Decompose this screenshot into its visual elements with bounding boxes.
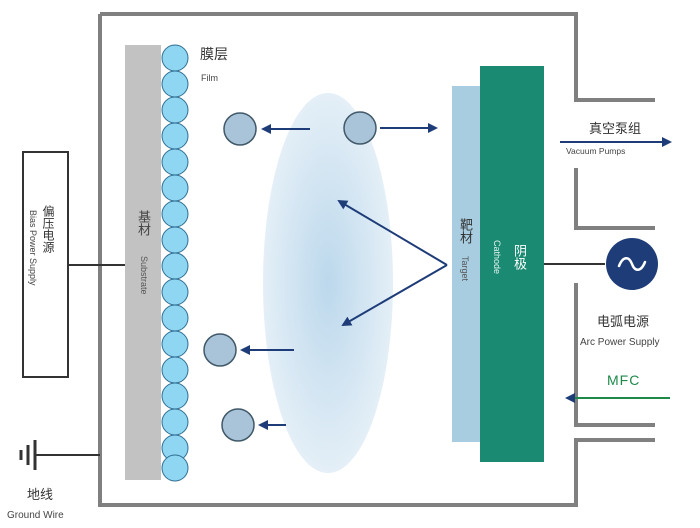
target-label-en: Target (460, 256, 470, 282)
cathode-label-cn: 阴极 (512, 244, 527, 270)
bias-label-en: Bias Power Supply (28, 210, 38, 286)
cathode-block (480, 66, 544, 462)
mfc-label: MFC (607, 372, 641, 388)
ground-label-en: Ground Wire (7, 510, 64, 521)
film-label-cn: 膜层 (200, 46, 228, 62)
film-layer (161, 44, 189, 482)
vacuum-label-cn: 真空泵组 (589, 121, 642, 136)
particle-upper-right (343, 111, 377, 145)
particle-bottom (221, 408, 255, 442)
ac-wave-icon (606, 238, 658, 290)
vacuum-label-en: Vacuum Pumps (566, 146, 626, 156)
cathode-label-en: Cathode (492, 240, 502, 275)
arc-label-en: Arc Power Supply (580, 337, 660, 348)
ground-label-cn: 地线 (27, 487, 54, 502)
substrate-label-en: Substrate (139, 256, 149, 295)
arc-label-cn: 电弧电源 (597, 314, 650, 329)
target-plate (452, 86, 480, 442)
plasma-cloud (263, 93, 393, 473)
ground-symbol-icon (19, 440, 100, 470)
substrate-label-cn: 基材 (136, 210, 151, 236)
film-label-en: Film (201, 73, 218, 83)
bias-label-cn: 偏压电源 (41, 205, 55, 253)
particle-lower-left (203, 333, 237, 367)
chamber-wall (98, 12, 655, 507)
arrow-emission-down (341, 264, 448, 326)
target-label-cn: 靶材 (458, 218, 473, 244)
particle-upper-left (223, 112, 257, 146)
substrate-plate (125, 45, 161, 480)
arrow-emission-up (337, 199, 448, 266)
